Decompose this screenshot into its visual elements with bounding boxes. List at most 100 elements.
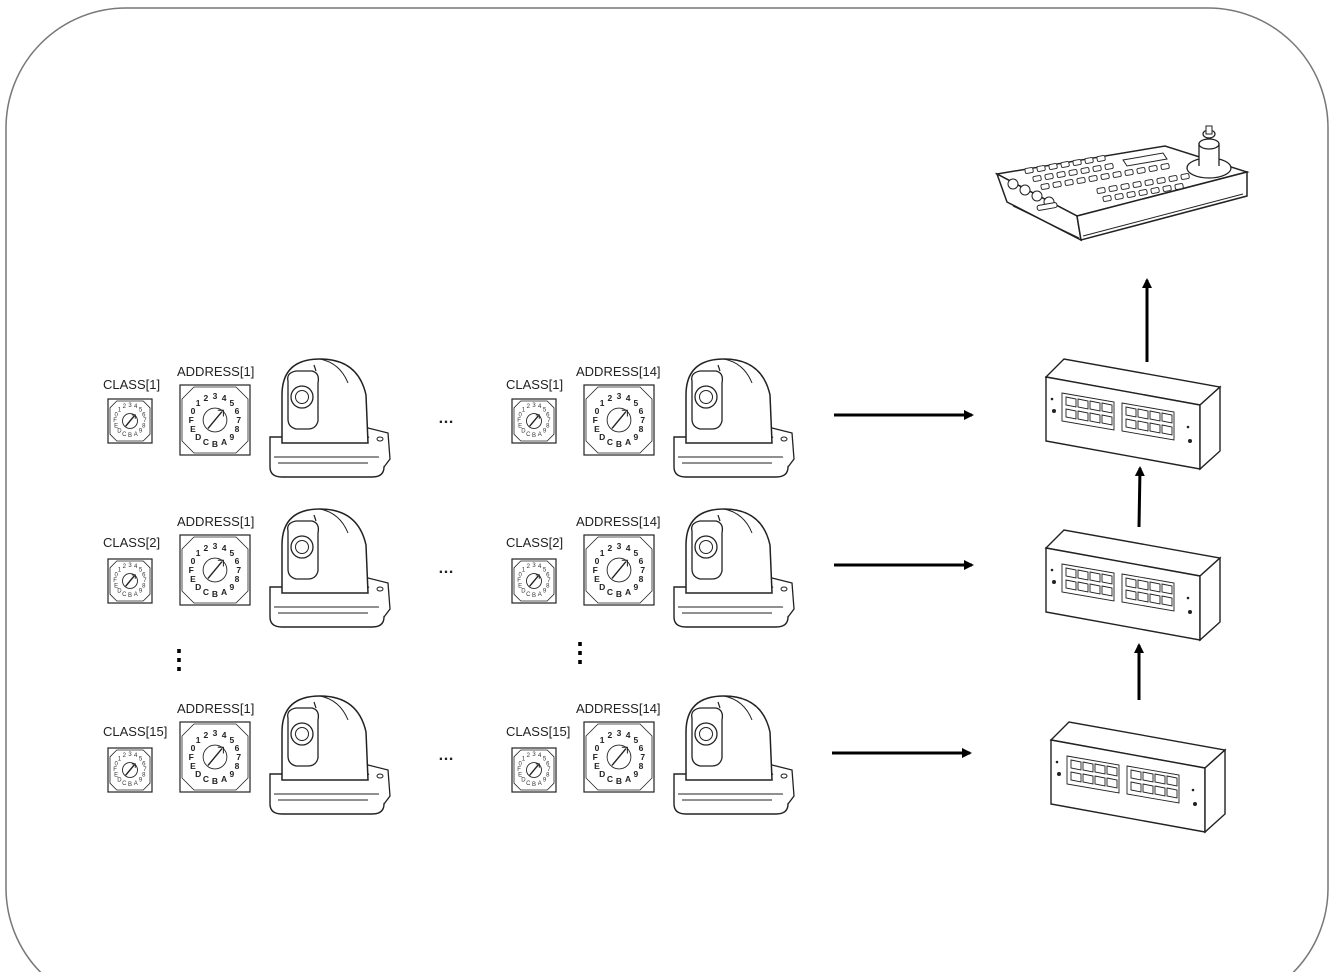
dial-digit: E <box>518 424 522 430</box>
dial-digit: A <box>134 781 138 787</box>
dial-digit: 9 <box>543 429 547 435</box>
dial-digit: C <box>526 432 531 438</box>
dial-digit: 9 <box>633 769 638 779</box>
dial-digit: 8 <box>546 773 550 779</box>
dial-digit: C <box>526 592 531 598</box>
horizontal-ellipsis: … <box>438 410 454 427</box>
dial-digit: 6 <box>639 406 644 416</box>
dial-digit: 4 <box>222 730 227 740</box>
dial-digit: E <box>190 574 196 584</box>
dial-digit: 6 <box>546 761 550 767</box>
dial-digit: 8 <box>142 584 146 590</box>
dial-digit: 7 <box>236 565 241 575</box>
dial-digit: F <box>593 752 598 762</box>
dial-digit: 7 <box>640 565 645 575</box>
dial-digit: B <box>616 776 622 786</box>
dial-digit: 3 <box>128 563 132 569</box>
dial-digit: 8 <box>546 424 550 430</box>
dial-digit: A <box>221 437 227 447</box>
dial-digit: B <box>128 782 132 788</box>
dial-digit: 1 <box>196 548 201 558</box>
dial-digit: 5 <box>543 567 547 573</box>
dial-digit: C <box>607 774 613 784</box>
dial-digit: 4 <box>626 543 631 553</box>
dial-digit: 2 <box>527 564 531 570</box>
dial-digit: 5 <box>543 756 547 762</box>
dial-digit: 7 <box>236 415 241 425</box>
dial-digit: D <box>599 582 605 592</box>
dial-digit: 6 <box>546 412 550 418</box>
dial-digit: 0 <box>191 406 196 416</box>
dial-digit: 1 <box>600 735 605 745</box>
dial-digit: 2 <box>608 730 613 740</box>
dial-digit: 8 <box>639 574 644 584</box>
dial-digit: A <box>625 587 631 597</box>
dial-digit: D <box>117 778 122 784</box>
dial-digit: 9 <box>543 778 547 784</box>
dial-digit: B <box>532 782 536 788</box>
diagram-frame <box>5 7 1329 972</box>
dial-digit: 9 <box>139 778 143 784</box>
dial-digit: 8 <box>142 424 146 430</box>
dial-digit: 8 <box>639 424 644 434</box>
dial-digit: 9 <box>139 429 143 435</box>
dial-digit: 0 <box>115 761 119 767</box>
dial-digit: 3 <box>128 403 132 409</box>
ptz-camera-icon <box>269 508 391 628</box>
vertical-ellipsis-right: ⋮ <box>567 637 593 667</box>
dial-digit: 2 <box>123 564 127 570</box>
dial-digit: 3 <box>213 728 218 738</box>
dial-digit: D <box>195 769 201 779</box>
class-label: CLASS[2] <box>506 535 563 550</box>
dial-digit: 6 <box>142 412 146 418</box>
dial-digit: 0 <box>595 556 600 566</box>
dial-digit: 9 <box>229 432 234 442</box>
dial-digit: 8 <box>235 761 240 771</box>
dial-digit: 2 <box>527 753 531 759</box>
dial-digit: F <box>517 418 521 424</box>
dial-digit: 8 <box>235 424 240 434</box>
dial-digit: 4 <box>626 730 631 740</box>
dial-digit: 1 <box>196 398 201 408</box>
dial-digit: 1 <box>118 756 122 762</box>
dial-digit: 1 <box>118 407 122 413</box>
dial-digit: 0 <box>519 412 523 418</box>
dial-digit: 2 <box>204 543 209 553</box>
dial-digit: 7 <box>547 418 551 424</box>
dial-digit: 4 <box>134 564 138 570</box>
ptz-camera-icon <box>673 695 795 815</box>
dial-digit: 4 <box>222 393 227 403</box>
dial-digit: D <box>599 769 605 779</box>
dial-digit: 6 <box>235 556 240 566</box>
dial-digit: 3 <box>532 752 536 758</box>
dial-digit: F <box>189 752 194 762</box>
dial-digit: B <box>212 439 218 449</box>
dial-digit: F <box>593 565 598 575</box>
dial-digit: A <box>538 592 542 598</box>
dial-digit: C <box>203 587 209 597</box>
address-label: ADDRESS[1] <box>177 364 254 379</box>
dial-digit: 2 <box>608 393 613 403</box>
address-label: ADDRESS[14] <box>576 364 661 379</box>
dial-digit: E <box>114 773 118 779</box>
dial-digit: 3 <box>128 752 132 758</box>
dial-digit: 0 <box>115 412 119 418</box>
network-switch-icon <box>1050 721 1226 833</box>
ptz-camera-icon <box>673 358 795 478</box>
dial-digit: 1 <box>196 735 201 745</box>
dial-digit: E <box>190 761 196 771</box>
dial-digit: 2 <box>204 730 209 740</box>
ptz-camera-icon <box>269 358 391 478</box>
dial-digit: 8 <box>546 584 550 590</box>
dial-digit: 2 <box>123 404 127 410</box>
dial-digit: 8 <box>235 574 240 584</box>
dial-digit: 3 <box>532 563 536 569</box>
dial-digit: B <box>212 776 218 786</box>
dial-digit: E <box>190 424 196 434</box>
dial-digit: 0 <box>115 572 119 578</box>
dial-digit: F <box>189 565 194 575</box>
